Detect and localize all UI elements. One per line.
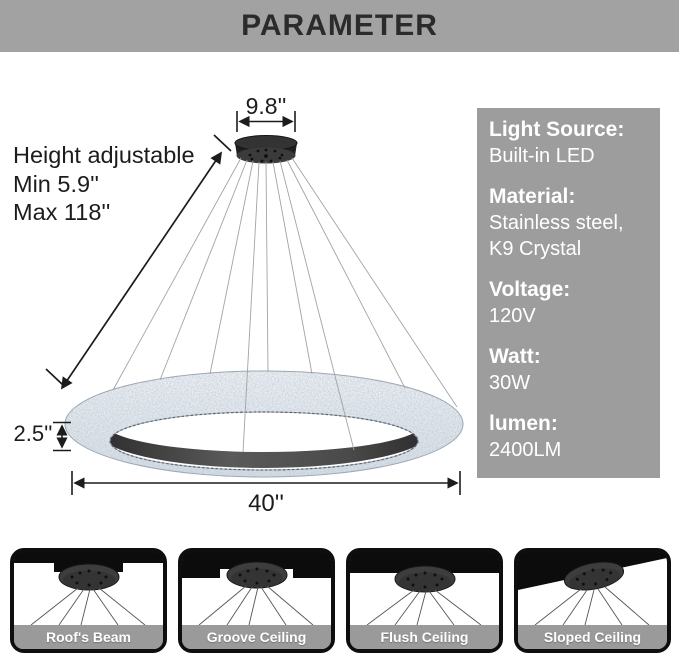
spec-item-material: Material: Stainless steel, K9 Crystal xyxy=(489,184,648,262)
sloped-ceiling-illustration xyxy=(518,552,667,626)
spec-label: lumen: xyxy=(489,412,558,435)
mini-cables xyxy=(534,586,650,626)
card-inner: Flush Ceiling xyxy=(350,552,499,649)
spec-label: Light Source: xyxy=(489,118,625,141)
card-inner: Sloped Ceiling xyxy=(518,552,667,649)
height-measure-arrow xyxy=(45,134,232,390)
height-note-line1: Height adjustable xyxy=(13,142,195,168)
install-options-row: Roof's Beam xyxy=(10,548,672,653)
ring-diameter-label: 40'' xyxy=(248,490,284,517)
spec-value: 30W xyxy=(489,372,531,394)
install-card-flush-ceiling: Flush Ceiling xyxy=(346,548,503,653)
spec-value: 2400LM xyxy=(489,439,562,461)
spec-item-watt: Watt: 30W xyxy=(489,344,648,396)
spec-label: Voltage: xyxy=(489,278,571,301)
groove-ceiling-illustration xyxy=(182,552,331,626)
mini-canopy xyxy=(394,565,456,593)
roofs-beam-illustration xyxy=(14,552,163,626)
mini-cables xyxy=(198,585,314,626)
height-note: Height adjustable Min 5.9'' Max 118'' xyxy=(13,142,195,225)
card-inner: Groove Ceiling xyxy=(182,552,331,649)
mini-canopy xyxy=(226,561,288,589)
spec-value: Stainless steel, xyxy=(489,212,624,234)
install-card-label: Roof's Beam xyxy=(14,625,163,649)
mini-cables xyxy=(366,589,482,626)
mini-canopy xyxy=(563,561,625,591)
banner: PARAMETER xyxy=(0,0,679,52)
page-title: PARAMETER xyxy=(241,9,438,42)
mini-canopy xyxy=(58,563,120,591)
install-card-label: Groove Ceiling xyxy=(182,625,331,649)
install-card-groove-ceiling: Groove Ceiling xyxy=(178,548,335,653)
spec-item-voltage: Voltage: 120V xyxy=(489,277,648,329)
spec-label: Material: xyxy=(489,185,576,208)
spec-value: K9 Crystal xyxy=(489,238,582,260)
install-card-label: Flush Ceiling xyxy=(350,625,499,649)
install-card-label: Sloped Ceiling xyxy=(518,625,667,649)
crystal-ring xyxy=(64,370,464,478)
ring-diameter-measure xyxy=(71,471,461,495)
canopy-screw-dots xyxy=(248,148,284,163)
specs-panel: Light Source: Built-in LED Material: Sta… xyxy=(477,108,660,478)
spec-label: Watt: xyxy=(489,345,541,368)
install-card-sloped-ceiling: Sloped Ceiling xyxy=(514,548,671,653)
ceiling-canopy xyxy=(234,135,298,164)
canopy-width-measure xyxy=(236,111,296,132)
spec-item-light-source: Light Source: Built-in LED xyxy=(489,117,648,169)
mini-cables xyxy=(30,587,146,626)
ring-height-measure xyxy=(53,421,71,452)
spec-item-lumen: lumen: 2400LM xyxy=(489,411,648,463)
chandelier-dimension-diagram: Height adjustable Min 5.9'' Max 118'' 9.… xyxy=(13,93,464,517)
ring-height-label: 2.5'' xyxy=(14,421,53,446)
height-note-line2: Min 5.9'' xyxy=(13,171,99,197)
install-card-roofs-beam: Roof's Beam xyxy=(10,548,167,653)
suspension-cables xyxy=(112,157,458,453)
canopy-width-label: 9.8'' xyxy=(246,93,287,119)
spec-value: 120V xyxy=(489,305,536,327)
height-note-line3: Max 118'' xyxy=(13,199,110,225)
flush-ceiling-illustration xyxy=(350,552,499,626)
spec-value: Built-in LED xyxy=(489,145,595,167)
card-inner: Roof's Beam xyxy=(14,552,163,649)
